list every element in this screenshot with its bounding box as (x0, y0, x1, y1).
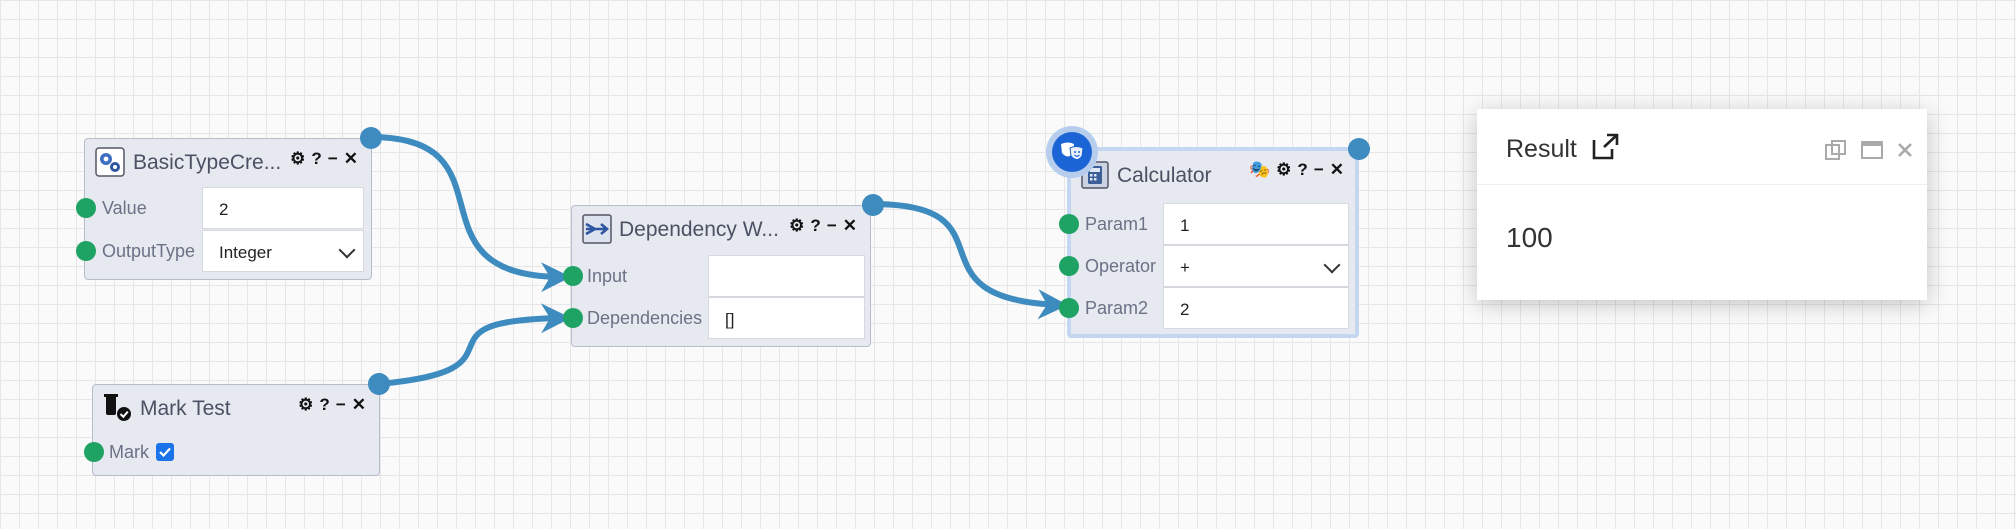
node-title: Calculator (1117, 164, 1212, 187)
mark-input-port[interactable] (84, 442, 104, 462)
minimize-icon[interactable]: − (826, 216, 838, 235)
close-icon[interactable]: ✕ (842, 216, 858, 235)
theater-masks-icon (1061, 142, 1084, 160)
dependency-arrow-icon (582, 214, 612, 244)
input-label: Input (587, 266, 628, 286)
output-type-row: OutputType Integer (76, 230, 371, 272)
basic-type-output-port[interactable] (360, 127, 382, 149)
input-row: Input (563, 255, 870, 297)
divider (1477, 184, 1927, 185)
param1-row: Param1 1 (1059, 203, 1355, 245)
settings-icon[interactable]: ⚙ (1276, 160, 1293, 179)
output-type-label: OutputType (102, 241, 196, 261)
output-type-value: Integer (219, 243, 272, 262)
node-header[interactable]: BasicTypeCre... ⚙ ? − ✕ (85, 139, 371, 185)
value-input-port[interactable] (76, 198, 96, 218)
maximize-icon[interactable] (1861, 140, 1883, 160)
mark-test-output-port[interactable] (368, 373, 390, 395)
operator-value: + (1180, 258, 1190, 277)
wire-mark-to-dependencies (377, 303, 571, 387)
param2-label: Param2 (1085, 298, 1149, 318)
operator-label: Operator (1085, 256, 1157, 276)
calculator-output-port[interactable] (1348, 138, 1370, 160)
input-port[interactable] (563, 266, 583, 286)
dependencies-field[interactable]: [] (708, 297, 865, 339)
dependency-node[interactable]: Dependency W... ⚙ ? − ✕ Input Dependenci… (563, 194, 884, 347)
mark-label: Mark (109, 442, 149, 462)
mask-badge[interactable] (1046, 126, 1098, 178)
param1-label: Param1 (1085, 214, 1149, 234)
settings-icon[interactable]: ⚙ (789, 216, 806, 235)
node-header[interactable]: Mark Test ⚙ ? − ✕ (93, 385, 379, 431)
basic-type-creator-node[interactable]: BasicTypeCre... ⚙ ? − ✕ Value 2 OutputTy… (76, 127, 382, 280)
external-link-icon[interactable] (1590, 133, 1620, 161)
theater-masks-icon[interactable]: 🎭 (1249, 160, 1272, 179)
help-icon[interactable]: ? (810, 216, 822, 235)
operator-row: Operator + (1059, 245, 1355, 287)
mark-row: Mark (84, 431, 379, 473)
param2-input-port[interactable] (1059, 298, 1079, 318)
param2-field[interactable]: 2 (1163, 287, 1349, 329)
mask-badge-inner (1052, 132, 1092, 172)
result-title: Result (1506, 133, 1620, 164)
node-toolbar: ⚙ ? − ✕ (298, 395, 367, 415)
close-icon[interactable] (1897, 142, 1913, 158)
output-type-select[interactable]: Integer (202, 230, 364, 272)
wire-basic-to-input (369, 134, 571, 293)
node-title: BasicTypeCre... (133, 151, 282, 174)
gears-icon (95, 147, 125, 177)
close-icon[interactable]: ✕ (1329, 160, 1345, 179)
result-value: 100 (1506, 222, 1553, 253)
input-field[interactable] (708, 255, 865, 297)
mark-test-node[interactable]: Mark Test ⚙ ? − ✕ Mark (84, 373, 390, 476)
param2-row: Param2 2 (1059, 287, 1355, 329)
node-toolbar: ⚙ ? − ✕ (789, 216, 858, 236)
node-header[interactable]: Dependency W... ⚙ ? − ✕ (572, 206, 870, 252)
result-window-controls (1825, 139, 1913, 161)
node-title: Mark Test (140, 397, 231, 420)
operator-select[interactable]: + (1163, 245, 1349, 287)
dependency-output-port[interactable] (862, 194, 884, 216)
help-icon[interactable]: ? (311, 149, 323, 168)
node-toolbar: 🎭 ⚙ ? − ✕ (1249, 160, 1345, 180)
help-icon[interactable]: ? (1297, 160, 1309, 179)
param1-field[interactable]: 1 (1163, 203, 1349, 245)
value-label: Value (102, 198, 147, 218)
close-icon[interactable]: ✕ (343, 149, 359, 168)
param1-input-port[interactable] (1059, 214, 1079, 234)
minimize-icon[interactable]: − (327, 149, 339, 168)
chevron-down-icon (338, 241, 356, 259)
chevron-down-icon (1323, 256, 1341, 274)
result-panel[interactable]: Result 100 (1477, 109, 1927, 300)
calculator-node[interactable]: Calculator 🎭 ⚙ ? − ✕ Param1 1 Operator +… (1059, 138, 1370, 338)
operator-input-port[interactable] (1059, 256, 1079, 276)
node-title: Dependency W... (619, 218, 779, 241)
minimize-icon[interactable]: − (335, 395, 347, 414)
copy-icon[interactable] (1825, 139, 1847, 161)
node-toolbar: ⚙ ? − ✕ (290, 149, 359, 169)
dependencies-row: Dependencies [] (563, 297, 870, 339)
value-row: Value 2 (76, 187, 371, 229)
mark-checkbox[interactable] (156, 443, 174, 461)
result-title-text: Result (1506, 135, 1577, 163)
node-header[interactable]: Calculator 🎭 ⚙ ? − ✕ (1071, 151, 1355, 197)
close-icon[interactable]: ✕ (351, 395, 367, 414)
output-type-input-port[interactable] (76, 241, 96, 261)
help-icon[interactable]: ? (319, 395, 331, 414)
value-field[interactable]: 2 (202, 187, 364, 229)
check-icon (159, 447, 171, 458)
dependencies-label: Dependencies (587, 308, 703, 328)
settings-icon[interactable]: ⚙ (290, 149, 307, 168)
dependencies-input-port[interactable] (563, 308, 583, 328)
minimize-icon[interactable]: − (1313, 160, 1325, 179)
settings-icon[interactable]: ⚙ (298, 395, 315, 414)
test-tube-check-icon (104, 394, 131, 421)
wire-dependency-to-param2 (871, 201, 1068, 320)
